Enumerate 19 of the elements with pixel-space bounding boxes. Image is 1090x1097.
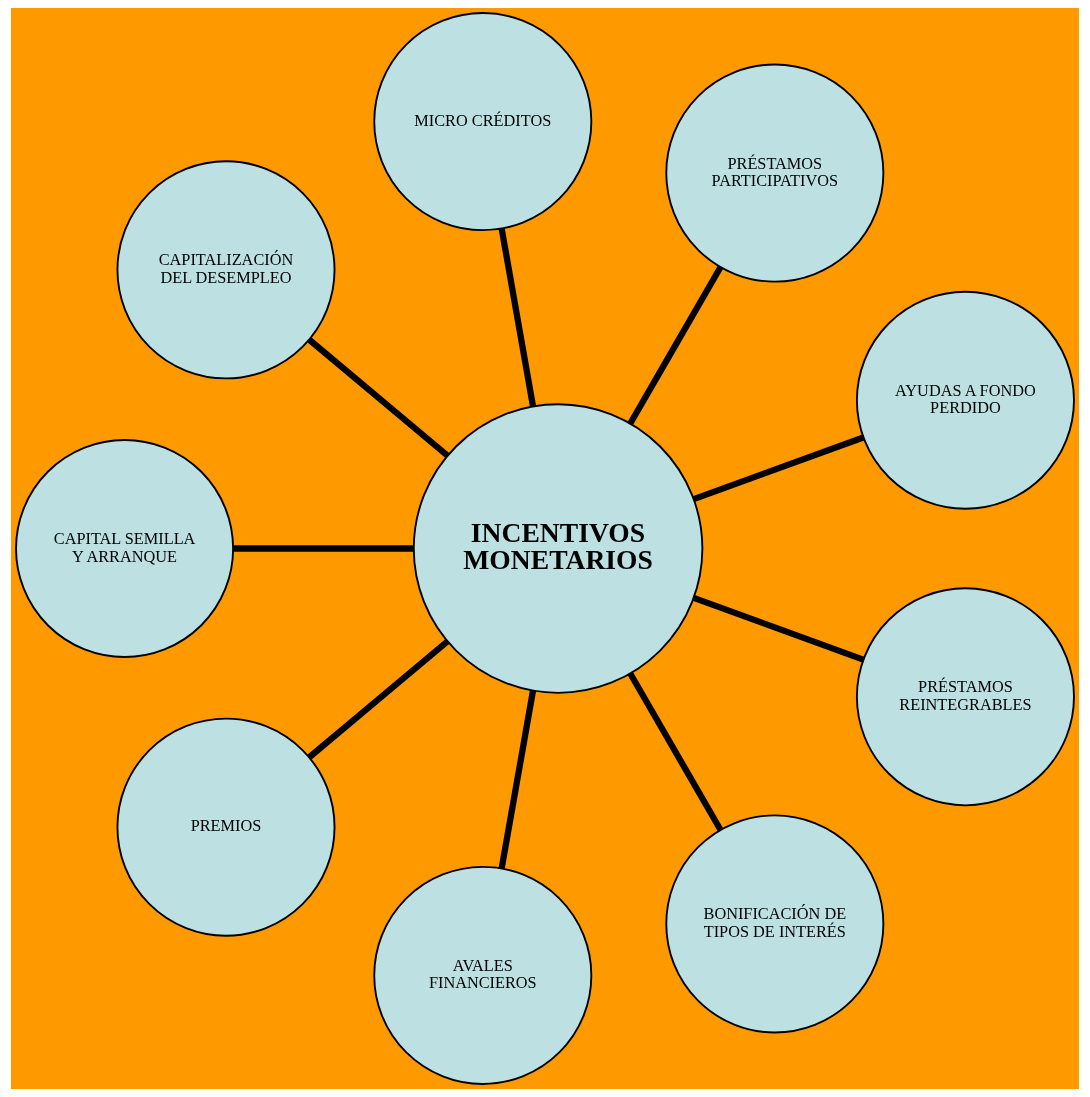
node-circle: CAPITAL SEMILLA Y ARRANQUE <box>15 439 235 658</box>
connector <box>627 265 724 426</box>
node-circle: PRÉSTAMOS PARTICIPATIVOS <box>665 63 885 283</box>
node-circle: AYUDAS A FONDO PERDIDO <box>855 290 1075 510</box>
connector <box>692 434 865 503</box>
node-circle: BONIFICACIÓN DE TIPOS DE INTERÉS <box>665 814 885 1034</box>
node-circle: MICRO CRÉDITOS <box>373 12 593 232</box>
connector <box>307 337 450 459</box>
node-circle: PREMIOS <box>116 717 336 937</box>
connector <box>233 545 414 552</box>
node-circle: PRÉSTAMOS REINTEGRABLES <box>855 587 1075 807</box>
node-circle: AVALES FINANCIEROS <box>373 865 593 1085</box>
connector <box>627 671 724 832</box>
connector <box>498 228 537 407</box>
node-circle: INCENTIVOS MONETARIOS <box>412 403 704 694</box>
connector <box>307 638 450 760</box>
node-circle: CAPITALIZACIÓN DEL DESEMPLEO <box>116 160 336 380</box>
connector <box>692 594 865 663</box>
connector <box>498 690 537 869</box>
